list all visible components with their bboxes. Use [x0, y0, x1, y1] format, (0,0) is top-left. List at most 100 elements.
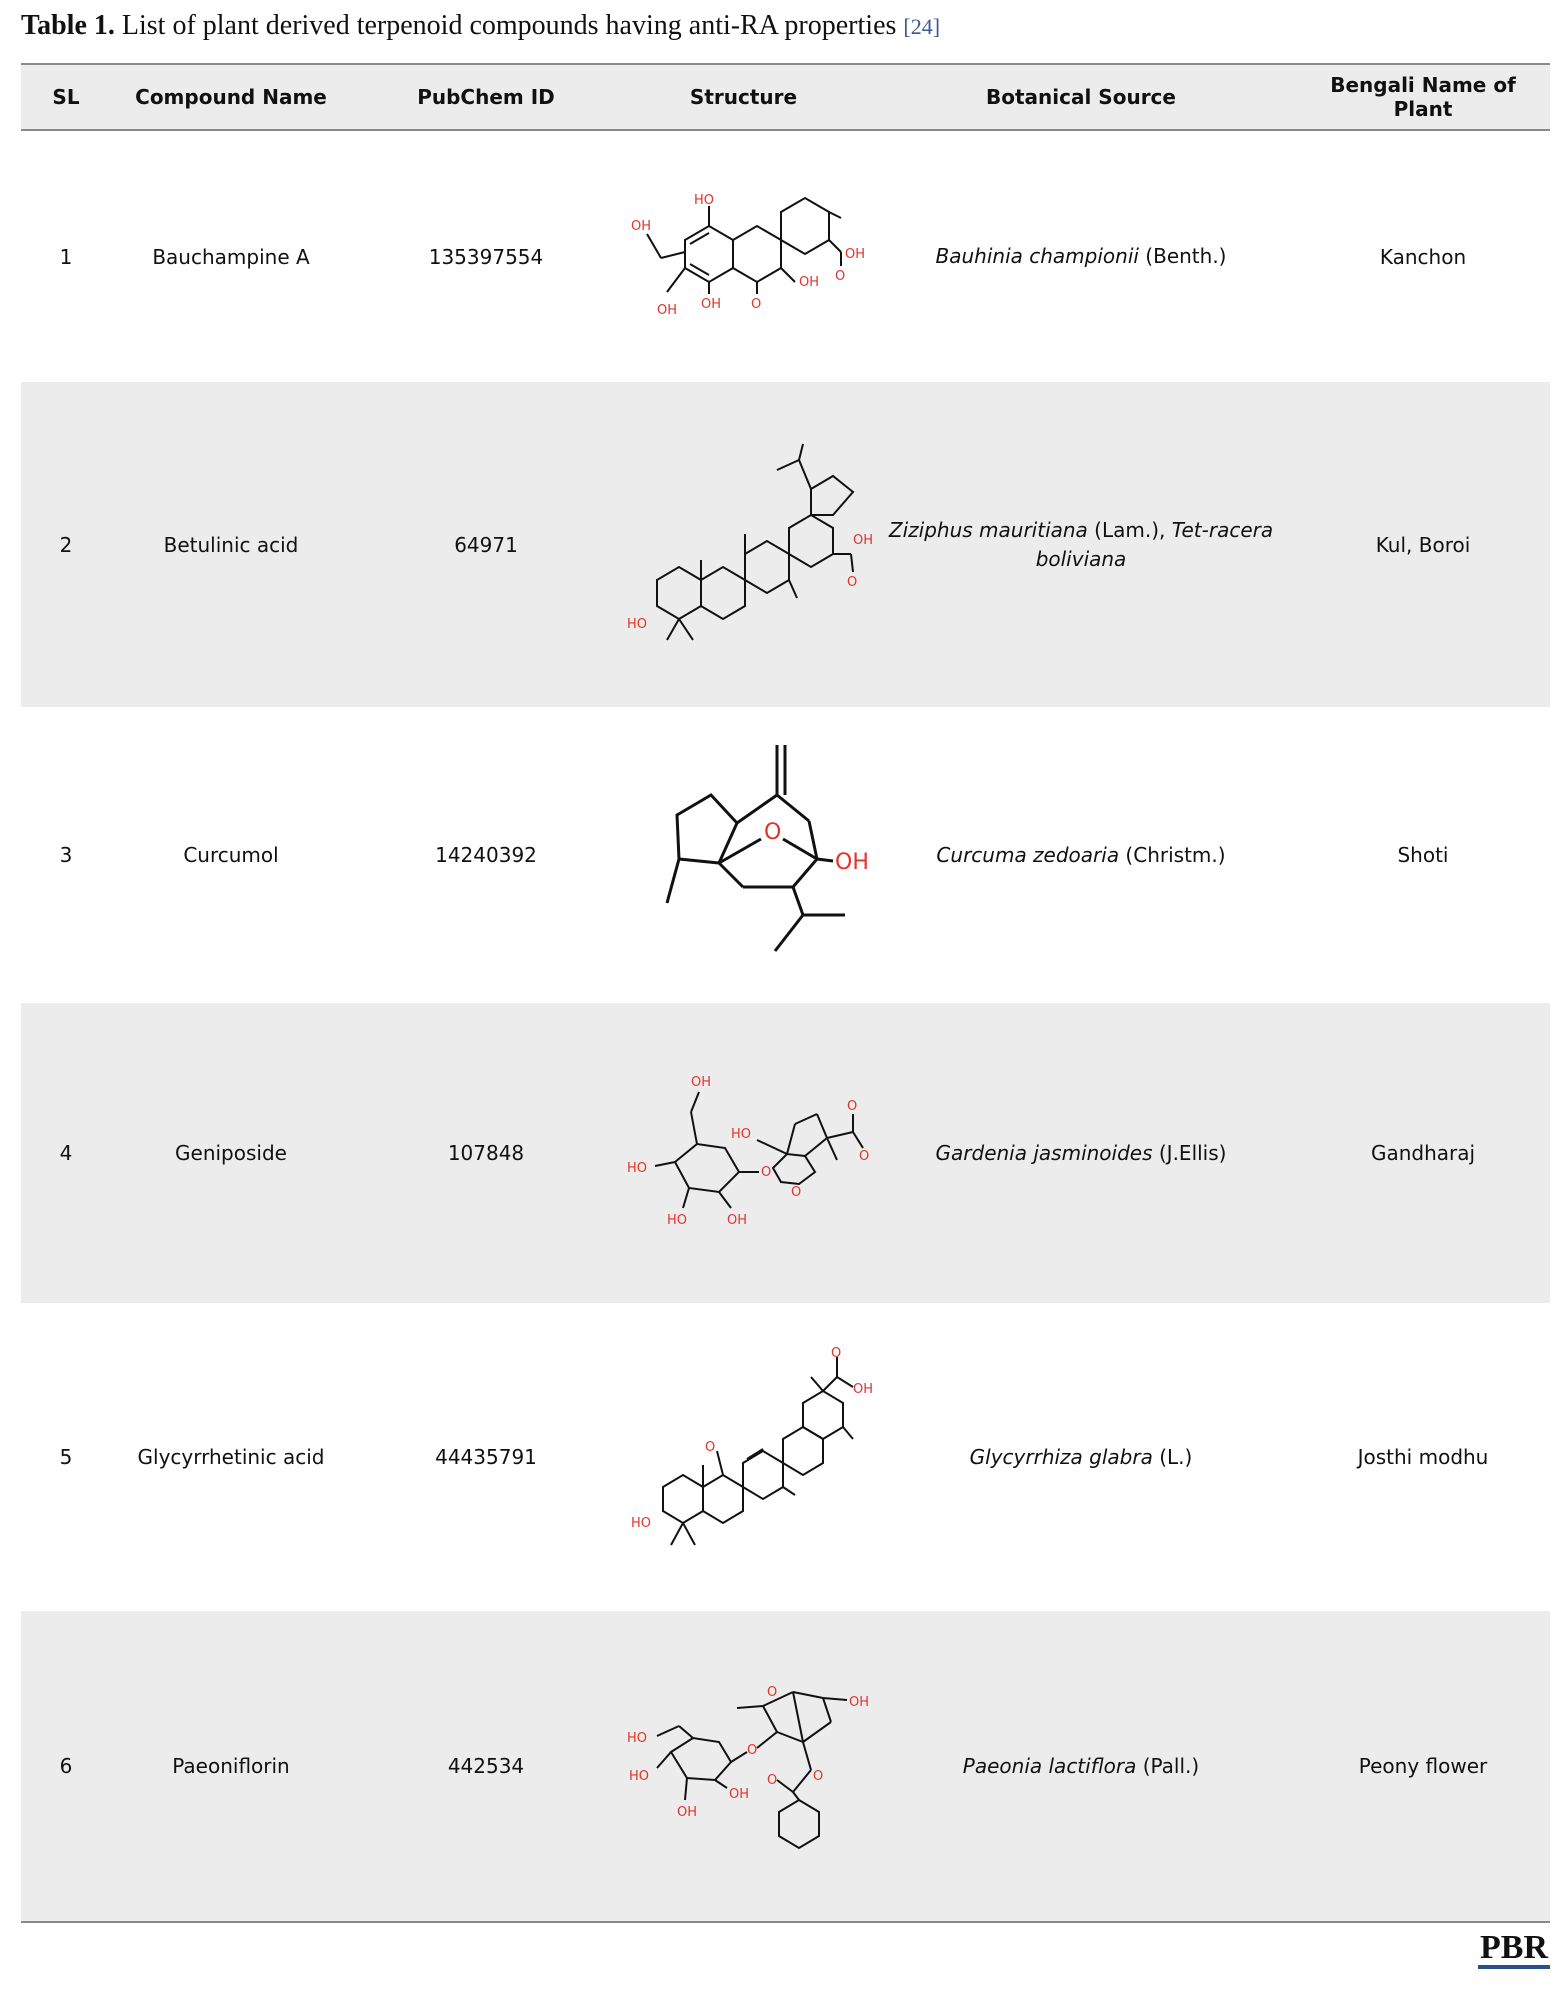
structure-label: OH [799, 275, 819, 290]
cell-pubchem-id: 442534 [447, 1754, 525, 1778]
structure-label: OH [845, 247, 865, 262]
cell-bengali-name: Gandharaj [1370, 1141, 1476, 1165]
structure-label: OH [657, 303, 677, 318]
cell-botanical-source: Gardenia jasminoides (J.Ellis) [866, 1139, 1296, 1168]
cell-structure: O OH [621, 735, 869, 975]
species-name: Bauhinia championii [935, 244, 1139, 268]
structure-label: O [835, 269, 845, 284]
structure-label: HO [627, 617, 647, 632]
structure-label: O [764, 820, 781, 845]
structure-label: OH [729, 1787, 749, 1802]
cell-compound-name: Glycyrrhetinic acid [137, 1445, 325, 1469]
species-authority: (Pall.) [1136, 1753, 1200, 1778]
species-name: Gardenia jasminoides [935, 1140, 1153, 1165]
cell-botanical-source: Curcuma zedoaria (Christm.) [866, 841, 1296, 870]
species-name: Ziziphus mauritiana [888, 517, 1088, 542]
cell-sl: 1 [59, 244, 73, 269]
structure-label: OH [677, 1805, 697, 1820]
table-row: 1 Bauchampine A 135397554 HO OH OH OH OH… [21, 131, 1550, 382]
structure-label: HO [631, 1516, 651, 1531]
cell-botanical-source: Paeonia lactiflora (Pall.) [866, 1752, 1296, 1781]
cell-compound-name: Curcumol [183, 843, 279, 867]
table-row: 2 Betulinic acid 64971 HO OH O Ziziphus … [21, 382, 1550, 707]
structure-label: O [751, 297, 761, 312]
species-authority: (L.) [1152, 1444, 1193, 1469]
cell-bengali-name: Josthi modhu [1357, 1445, 1489, 1469]
species-authority: (J.Ellis) [1152, 1140, 1227, 1165]
cell-structure: HO OH OH OH OH O OH O [621, 182, 866, 332]
table-label: Table 1. [21, 10, 115, 41]
structure-label: OH [701, 297, 721, 312]
table-row: 3 Curcumol 14240392 O OH Curcuma zedoari… [21, 707, 1550, 1003]
structure-label: OH [853, 533, 872, 548]
structure-betulinic-acid: HO OH O [627, 443, 872, 641]
journal-logo: PBR [1478, 1931, 1550, 1969]
cell-bengali-name: Kanchon [1379, 244, 1467, 269]
table-header-row: SL Compound Name PubChem ID Structure Bo… [21, 65, 1550, 131]
cell-pubchem-id: 135397554 [428, 244, 544, 269]
structure-label: OH [691, 1075, 711, 1090]
table-row: 5 Glycyrrhetinic acid 44435791 HO O O OH [21, 1303, 1550, 1611]
structure-label: OH [835, 850, 869, 875]
structure-bauchampine-a: HO OH OH OH OH O OH O [631, 193, 865, 318]
species-authority: (Benth.) [1138, 244, 1227, 268]
cell-compound-name: Betulinic acid [163, 532, 299, 557]
cell-pubchem-id: 44435791 [435, 1445, 537, 1469]
cell-botanical-source: Bauhinia championii (Benth.) [866, 242, 1296, 271]
header-structure: Structure [689, 85, 798, 109]
structure-label: O [705, 1440, 715, 1455]
cell-sl: 2 [59, 532, 73, 557]
cell-sl: 6 [59, 1754, 73, 1778]
structure-label: OH [853, 1382, 872, 1397]
structure-glycyrrhetinic-acid: HO O O OH [631, 1347, 872, 1546]
species-name: Glycyrrhiza glabra [969, 1444, 1153, 1469]
structure-label: HO [629, 1769, 649, 1784]
cell-sl: 4 [59, 1141, 73, 1165]
header-compound-name: Compound Name [135, 85, 327, 109]
cell-bengali-name: Peony flower [1358, 1754, 1488, 1778]
cell-compound-name: Paeoniflorin [172, 1754, 290, 1778]
cell-bengali-name: Kul, Boroi [1375, 532, 1471, 557]
header-bengali-name: Bengali Name of Plant [1330, 73, 1516, 121]
cell-compound-name: Bauchampine A [152, 244, 310, 269]
table-row: 4 Geniposide 107848 OH HO HO OH O O [21, 1003, 1550, 1303]
table-caption: Table 1. List of plant derived terpenoid… [21, 10, 940, 42]
structure-label: O [847, 1099, 857, 1114]
species-authority: (Christm.) [1119, 842, 1226, 867]
cell-pubchem-id: 64971 [454, 532, 518, 557]
structure-label: O [761, 1165, 771, 1180]
structure-label: HO [627, 1161, 647, 1176]
structure-geniposide: OH HO HO OH O O HO O O [627, 1075, 869, 1228]
structure-label: O [767, 1685, 777, 1700]
cell-botanical-source: Ziziphus mauritiana (Lam.), Tet-racera b… [866, 516, 1296, 574]
species-authority: (Lam.), [1087, 517, 1172, 542]
structure-label: OH [849, 1695, 869, 1710]
structure-label: O [859, 1149, 869, 1164]
structure-label: HO [694, 193, 714, 208]
cell-compound-name: Geniposide [175, 1141, 287, 1165]
caption-reference-link[interactable]: [24] [903, 14, 941, 39]
structure-label: O [791, 1185, 801, 1200]
header-pubchem-id: PubChem ID [417, 85, 555, 109]
table-row: 6 Paeoniflorin 442534 HO HO OH [21, 1611, 1550, 1921]
structure-label: OH [727, 1213, 747, 1228]
cell-botanical-source: Glycyrrhiza glabra (L.) [866, 1443, 1296, 1472]
cell-pubchem-id: 107848 [447, 1141, 525, 1165]
cell-bengali-name: Shoti [1397, 843, 1449, 867]
cell-structure: OH HO HO OH O O HO O O [621, 1068, 869, 1238]
structure-label: O [747, 1743, 757, 1758]
header-botanical-source: Botanical Source [986, 84, 1176, 109]
species-name: Paeonia lactiflora [962, 1753, 1137, 1778]
structure-curcumol: O OH [665, 745, 869, 952]
structure-label: HO [667, 1213, 687, 1228]
caption-text: List of plant derived terpenoid compound… [114, 10, 904, 41]
cell-structure: HO O O OH [621, 1347, 872, 1567]
structure-label: O [831, 1347, 841, 1361]
structure-label: OH [631, 219, 651, 234]
cell-sl: 5 [59, 1445, 73, 1469]
structure-label: HO [627, 1731, 647, 1746]
cell-structure: HO OH O [621, 440, 872, 650]
structure-label: O [767, 1773, 777, 1788]
terpenoid-table: SL Compound Name PubChem ID Structure Bo… [21, 63, 1550, 1923]
cell-sl: 3 [59, 843, 73, 867]
